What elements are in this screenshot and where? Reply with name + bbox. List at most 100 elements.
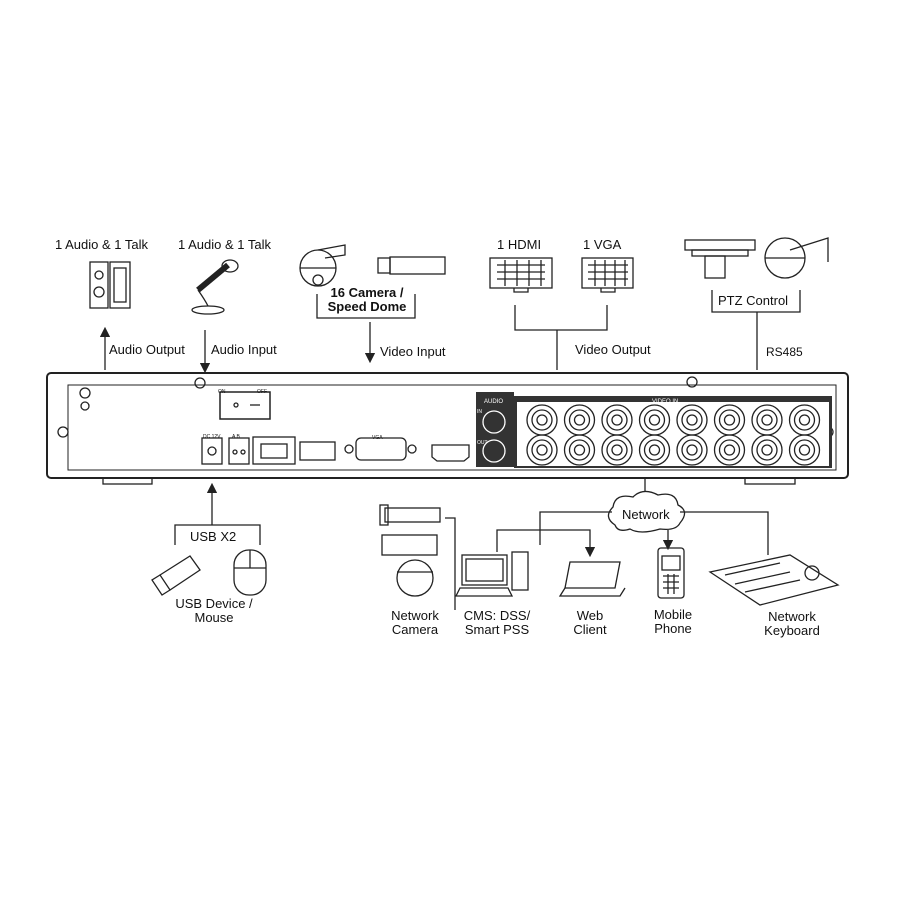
rs485-port [228,437,250,465]
usb-device-label: USB Device /Mouse [175,597,252,625]
foot [102,477,153,485]
ab-label: A B [232,434,240,440]
speaker-icon [89,261,131,309]
video-output-bracket [514,305,608,370]
network-camera-line2: Camera [391,622,439,637]
camera-label: 16 Camera /Speed Dome [328,286,407,314]
network-cloud [607,490,686,533]
network-keyboard-icon [708,554,840,606]
usb-port [299,441,336,461]
camera-bracket [316,294,416,319]
camera-label-line1: 16 Camera / [330,285,404,300]
bnc-video-input [761,444,773,456]
bnc-video-input [536,414,548,426]
video-input-label: Video Input [380,344,446,359]
ptz-dome-icon [764,237,829,279]
vga-port [355,437,407,461]
bnc-video-input [756,409,778,431]
bnc-video-input [573,444,586,456]
speed-dome-camera-icon [299,244,346,287]
bnc-video-input [536,444,548,456]
bnc-video-input [638,434,671,466]
dvr-rear-panel [46,372,849,479]
cms-label: CMS: DSS/Smart PSS [464,609,530,637]
bnc-video-input [606,409,628,431]
bnc-video-input [648,414,661,426]
vga-label: 1 VGA [583,237,622,252]
bnc-video-input [751,434,783,466]
power-switch [219,391,271,420]
ethernet-port [252,436,296,465]
ptz-camera-icon [684,239,756,279]
audio-in-label: IN [477,409,482,415]
ptz-control-label: PTZ Control [718,293,789,308]
usb-device-line1: USB Device / [175,596,253,611]
audio-out-label: OUT [477,440,488,446]
bnc-video-input [611,444,623,456]
bnc-video-input [568,409,591,431]
bnc-video-input [718,439,741,461]
audio-panel-label: AUDIO [484,399,504,405]
bnc-video-input [573,414,586,426]
bnc-video-input [793,409,816,431]
mobile-phone-line1: Mobile [653,607,693,622]
bnc-video-input [798,444,811,456]
on-label: ON [218,389,226,395]
network-camera-line1: Network [391,608,439,623]
web-client-line1: Web [576,608,604,623]
bnc-video-input [756,439,778,461]
bnc-video-input [681,409,703,431]
bnc-video-input [601,434,633,466]
cms-line1: CMS: DSS/ [463,608,531,623]
usb-bracket [174,524,261,545]
camera-label-line2: Speed Dome [327,299,407,314]
bnc-video-input [788,434,821,466]
off-label: OFF [257,389,267,395]
video-output-label: Video Output [575,342,651,357]
bnc-video-input [531,439,553,461]
audio-input-label: Audio Input [211,342,277,357]
bnc-video-input [611,414,623,426]
hdmi-port [431,444,470,462]
bnc-video-input [643,439,666,461]
audio-block [476,392,514,467]
audio-output-label: Audio Output [109,342,185,357]
usb-stick-icon [151,555,201,596]
bnc-video-input [606,439,628,461]
microphone-icon [191,259,239,315]
foot [744,477,796,485]
hdmi-label: 1 HDMI [497,237,542,252]
mobile-phone-icon [657,547,685,599]
bnc-video-input [686,444,698,456]
bnc-video-input [568,439,591,461]
network-keyboard-line1: Network [768,609,816,624]
vga-port-label: VGA [372,435,383,441]
bnc-video-input [718,409,741,431]
usb-x2-label: USB X2 [190,529,237,544]
mouse-icon [233,549,267,596]
web-client-line2: Client [573,622,607,637]
bnc-video-input [563,434,596,466]
network-camera-icon [379,504,441,597]
bnc-video-input [676,434,708,466]
audio-talk-label-2: 1 Audio & 1 Talk [178,237,271,252]
bnc-video-input [723,444,736,456]
bnc-video-input [793,439,816,461]
bnc-video-input [713,434,746,466]
bnc-video-input [761,414,773,426]
bnc-video-input [648,444,661,456]
audio-talk-label-1: 1 Audio & 1 Talk [55,237,148,252]
vga-monitor-icon [581,257,634,293]
laptop-icon [558,561,626,597]
bnc-video-input [526,434,558,466]
bnc-video-input [531,409,553,431]
bnc-video-input [686,414,698,426]
bnc-video-input [681,439,703,461]
rs485-label: RS485 [766,345,803,359]
